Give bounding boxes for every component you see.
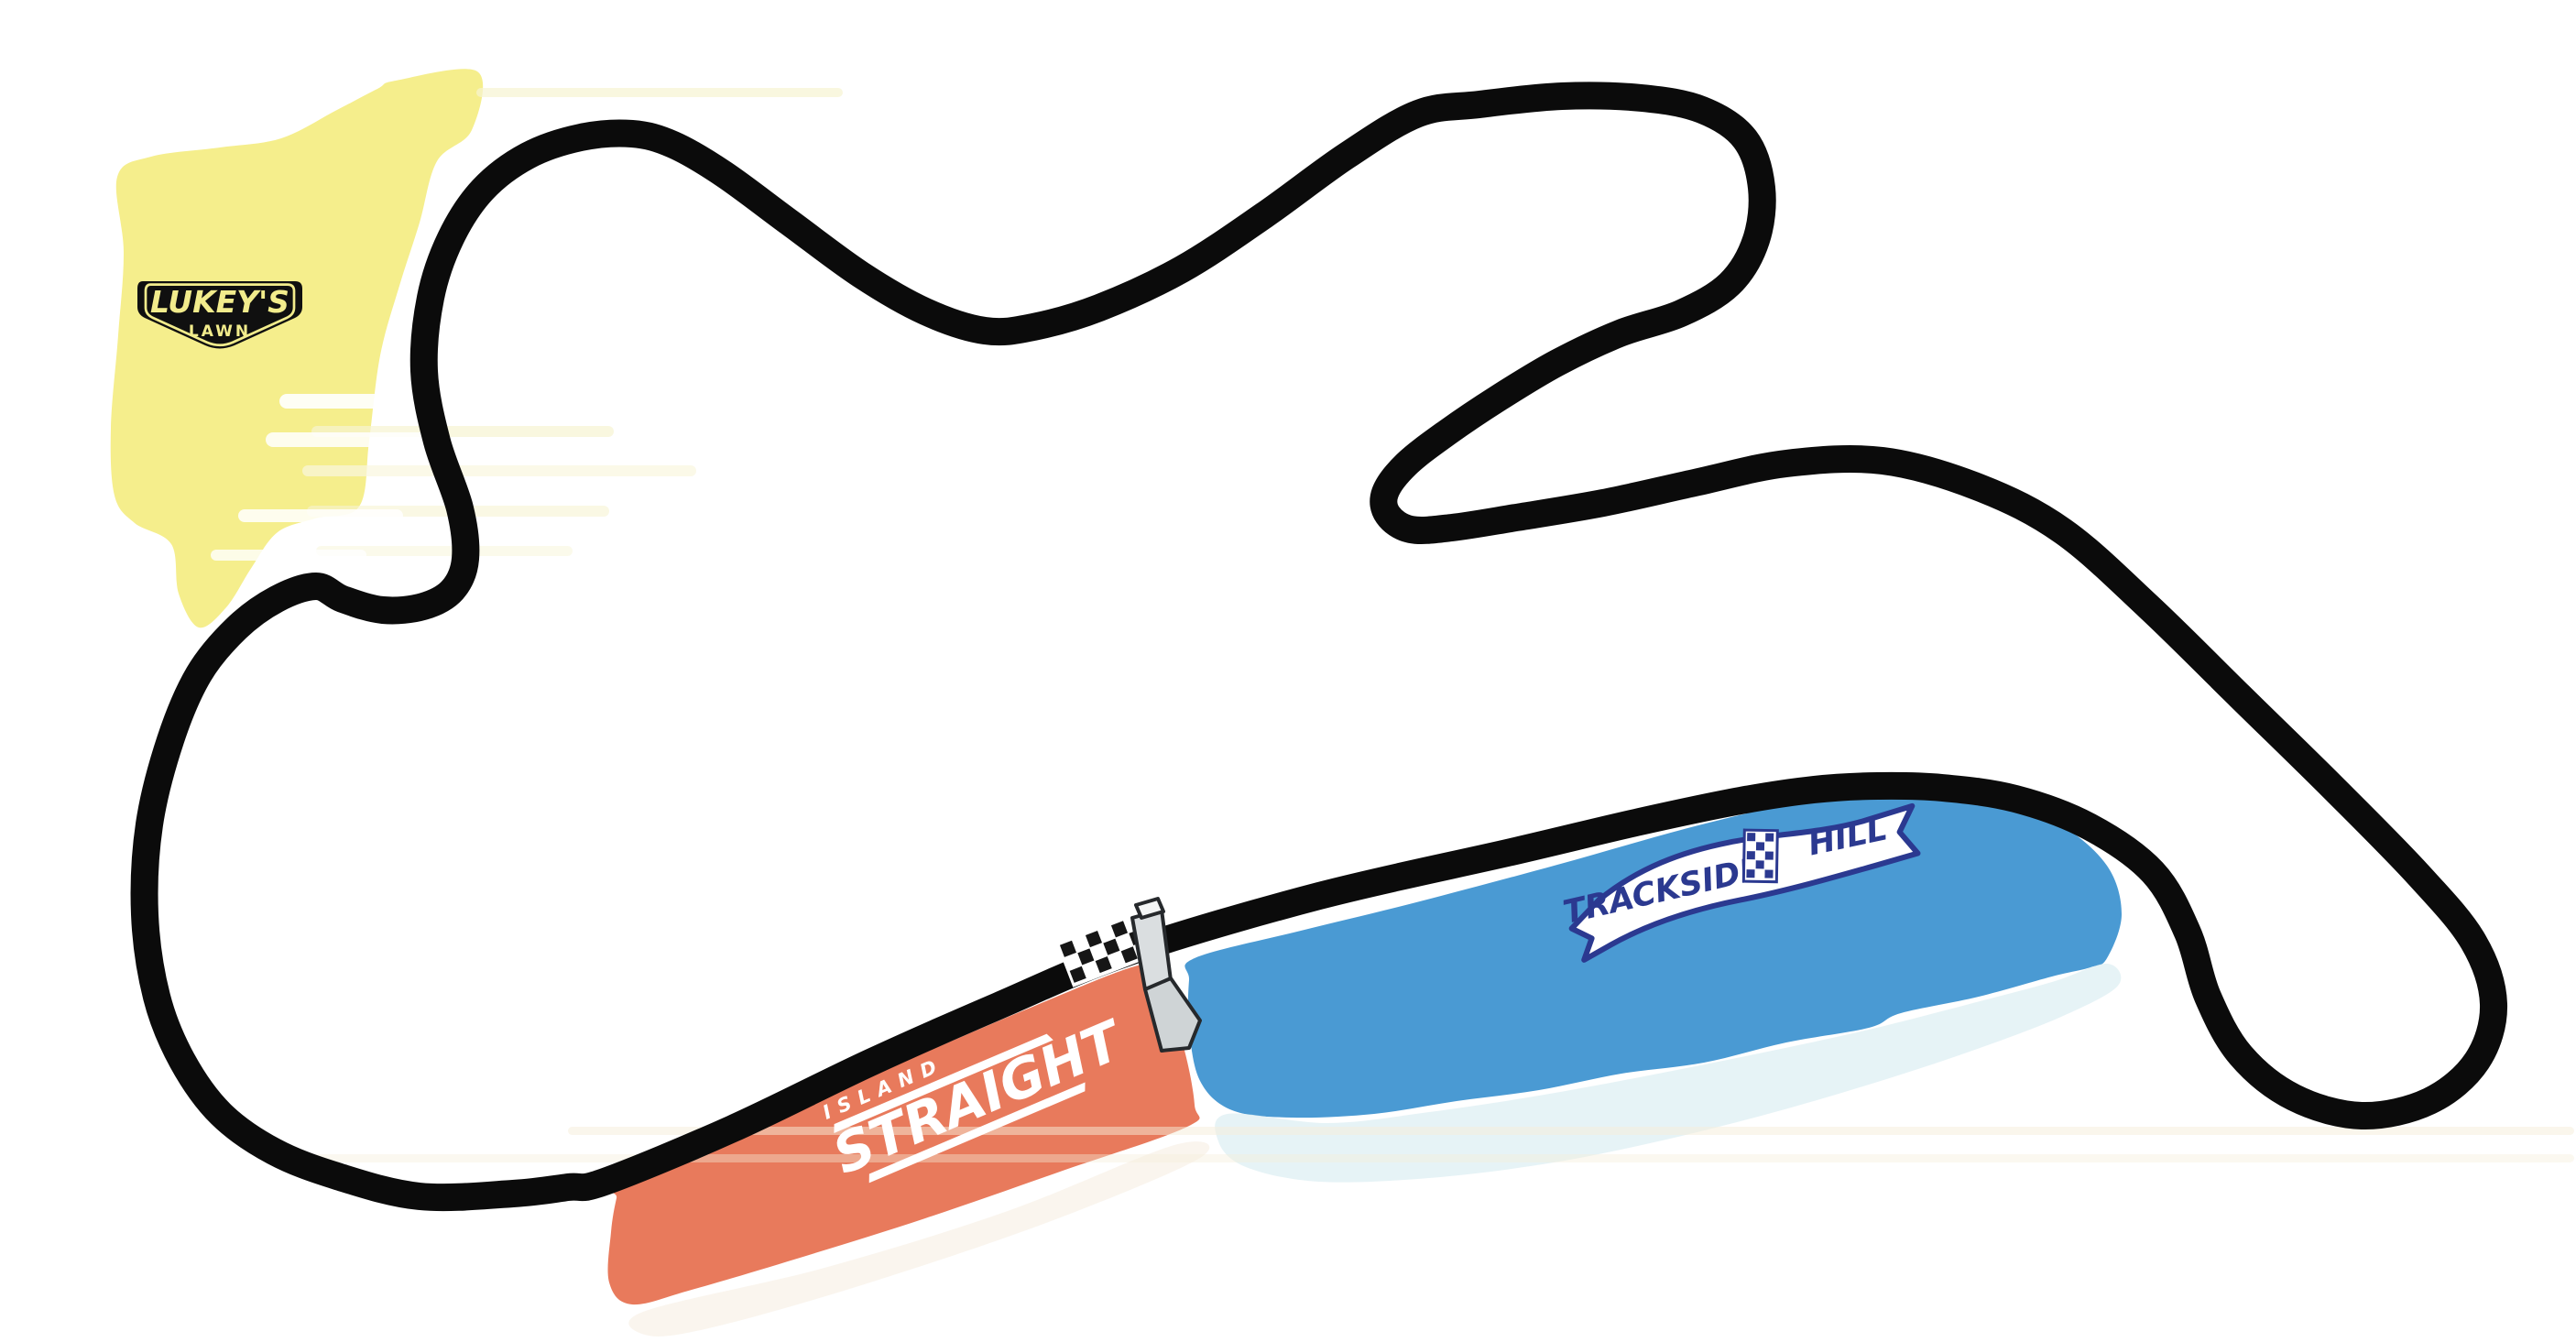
zone-trackside-hill <box>1184 786 2122 1118</box>
speed-streak <box>568 1127 2574 1135</box>
badge-shield-shape <box>137 281 302 349</box>
speed-streak <box>266 432 431 447</box>
speed-streak <box>284 1154 2574 1162</box>
ribbon-banner-shape <box>1568 802 1921 963</box>
speed-streak <box>302 465 696 476</box>
start-finish-gantry <box>1130 897 1202 1053</box>
speed-streak <box>279 394 408 409</box>
speed-streak <box>476 88 843 97</box>
track-outline <box>130 82 2508 1212</box>
label-bar-bottom <box>868 1082 1086 1184</box>
speed-streaks-layer <box>211 88 2574 1162</box>
speed-streak <box>211 550 366 561</box>
checkered-flag-icon <box>1741 828 1779 884</box>
start-finish <box>1056 897 1202 1053</box>
badge-text-lawn: LAWN <box>189 322 251 341</box>
zones-layer <box>110 69 2122 1337</box>
gantry-lower-slab <box>1143 976 1202 1053</box>
badge-lukeys-lawn: LUKEY'S LAWN <box>137 281 302 349</box>
speed-streak <box>238 509 403 522</box>
label-bar-top <box>834 1033 1053 1133</box>
zone-fade-island-straight-fade <box>628 1141 1210 1337</box>
zone-lukeys-lawn <box>110 69 484 628</box>
badge-text-lukeys: LUKEY'S <box>150 284 289 320</box>
gantry-top-cap <box>1134 897 1165 920</box>
badge-inner-border <box>144 283 296 347</box>
speed-streak <box>316 546 573 556</box>
